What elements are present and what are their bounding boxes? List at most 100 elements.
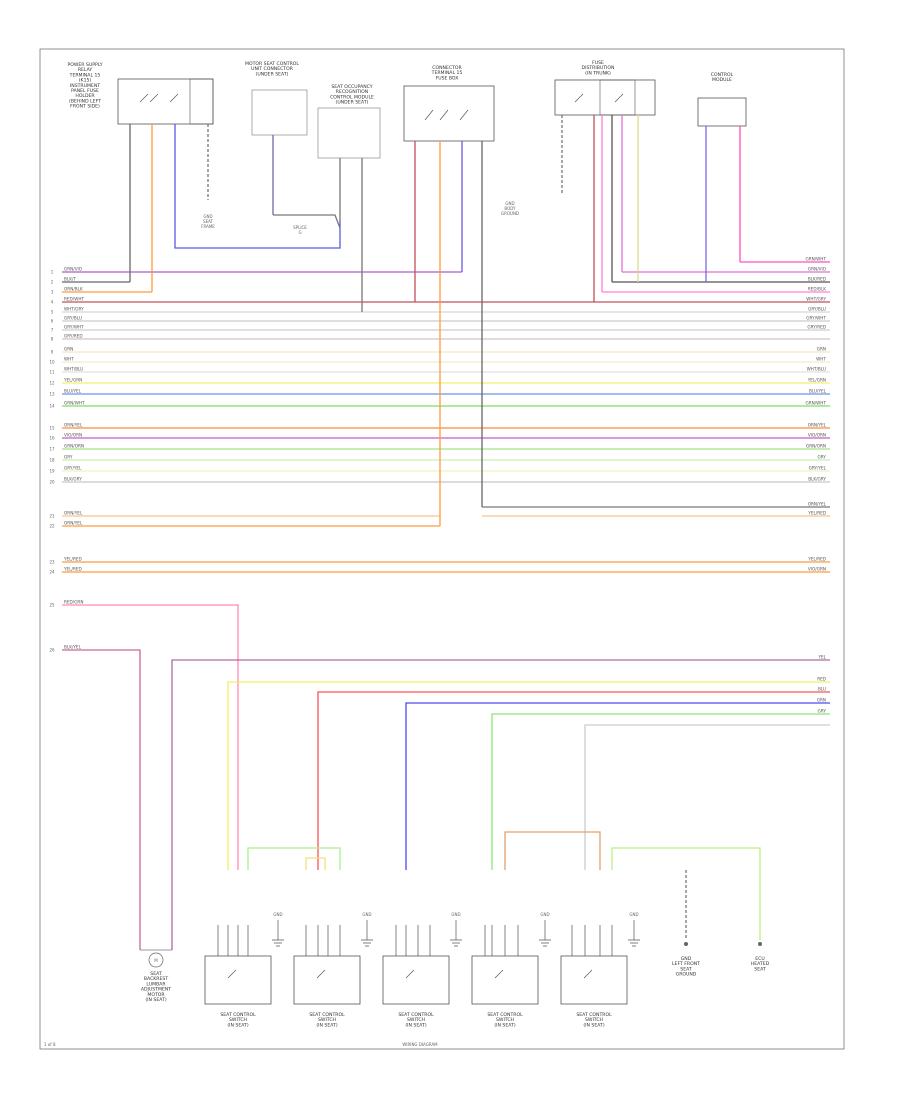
right-wire-label: GRY/YEL [809, 466, 827, 471]
right-wire-label: BLK/RED [808, 277, 826, 282]
wire-red [317, 691, 830, 870]
top-component-label: SEAT OCCUPANCY [331, 84, 372, 90]
ground-right-label: GND [505, 201, 514, 206]
ground-left-label: GND [203, 214, 212, 219]
bottom-component-label: SEAT CONTROL [576, 1012, 612, 1018]
left-wire-number: 17 [49, 447, 55, 452]
left-wire-number: 18 [49, 458, 55, 463]
wire-gry [584, 724, 830, 870]
bottom-component-label: SWITCH [407, 1017, 425, 1023]
left-wire-number: 20 [49, 480, 55, 485]
top-component-label: PANEL FUSE [71, 88, 99, 94]
page-number: 1 of 8 [44, 1042, 56, 1047]
left-wire-label: ORN/YEL [64, 423, 83, 428]
top-component-label: HOLDER [75, 93, 95, 99]
left-wire-number: 16 [49, 436, 55, 441]
top-component-label: CONTROL MODULE [330, 94, 374, 100]
right-wire-label: YEL/RED [807, 557, 826, 562]
switch-ground-label: GND [629, 912, 638, 917]
wire-red-grn [62, 604, 239, 870]
fuse-distribution-box [554, 79, 656, 116]
top-component-label: (IN TRUNK) [585, 70, 611, 76]
seat-control-switch-4 [471, 955, 539, 1005]
left-wire-label: GRN/ORN [64, 444, 84, 449]
left-wire-label: GRY [64, 455, 73, 460]
bottom-component-label: SEAT CONTROL [309, 1012, 345, 1018]
left-wire-number: 22 [49, 524, 55, 529]
bottom-component-label: SEAT [754, 966, 766, 972]
right-wire-label: GRN/WHT [805, 401, 826, 406]
bottom-component-label: (IN SEAT) [405, 1022, 426, 1028]
wire-blu [405, 702, 830, 870]
left-wire-number: 25 [49, 603, 55, 608]
bottom-component-label: SWITCH [318, 1017, 336, 1023]
left-wire-label: ORN/BLK [64, 287, 83, 292]
right-wire-label: VIO/ORN [808, 433, 826, 438]
right-wire-label: GRY/RED [807, 325, 826, 330]
bottom-component-label: MOTOR [147, 992, 165, 998]
top-component-label: (UNDER SEAT) [256, 71, 289, 77]
left-wire-label: GRN/WHT [64, 401, 85, 406]
bottom-component-label: BACKREST [144, 976, 168, 982]
left-wire-labels: GRN/VIO1BLK/T2ORN/BLK3RED/WHT4WHT/GRY5GR… [49, 267, 85, 653]
left-wire-number: 14 [49, 404, 55, 409]
top-component-label: TERMINAL 15 [431, 70, 463, 76]
right-wire-label: BLU [818, 687, 826, 692]
top-component-label: TERMINAL 15 [69, 72, 101, 78]
ground-left-label: SEAT [203, 219, 213, 224]
seat-control-switch-5 [560, 955, 628, 1005]
left-wire-label: WHT/GRY [64, 307, 84, 312]
wire-yel [227, 681, 830, 870]
left-wire-number: 8 [51, 337, 54, 342]
right-wire-label: GRN/WHT [805, 257, 826, 262]
switch-ground-label: GND [273, 912, 282, 917]
seat-control-switch-3 [382, 955, 450, 1005]
splice-label: G [298, 230, 301, 235]
right-wire-label: RED [817, 677, 826, 682]
diagram-frame [39, 48, 845, 1050]
top-component-label: CONNECTOR [432, 65, 462, 71]
bottom-component-label: LEFT FRONT [672, 961, 700, 967]
bottom-component-label: (IN SEAT) [494, 1022, 515, 1028]
lower-wires [62, 604, 830, 950]
wire-blk-yel [62, 649, 141, 950]
left-wire-number: 12 [49, 381, 55, 386]
left-wire-number: 7 [51, 328, 54, 333]
ground-left-label: FRAME [201, 224, 215, 229]
wire-vio-grn [171, 659, 830, 950]
bottom-component-label: SWITCH [229, 1017, 247, 1023]
wire-grn [491, 713, 830, 870]
bottom-component-label: SEAT CONTROL [220, 1012, 256, 1018]
top-component-label: (UNDER SEAT) [336, 100, 369, 106]
bottom-component-label: SEAT [680, 966, 692, 972]
left-wire-label: YEL/RED [63, 567, 82, 572]
left-wire-label: GRY/RED [64, 334, 83, 339]
splice-label: SPLICE [293, 225, 307, 230]
top-component-label: MOTOR SEAT CONTROL [245, 61, 299, 67]
top-component-label: POWER SUPPLY [67, 62, 102, 68]
left-wire-label: VIO/ORN [64, 433, 82, 438]
left-wire-label: RED/WHT [64, 297, 84, 302]
bottom-component-label: SWITCH [585, 1017, 603, 1023]
right-wire-label: VIO/GRN [808, 567, 826, 572]
right-wire-label: GRY/BLU [808, 307, 826, 312]
left-wire-number: 1 [51, 270, 54, 275]
left-wire-label: GRN [64, 347, 73, 352]
bottom-component-label: ECU [755, 956, 764, 962]
left-wire-number: 26 [49, 648, 55, 653]
top-component-label: DISTRIBUTION [582, 65, 615, 71]
left-wire-number: 4 [51, 300, 54, 305]
switch-ground-label: GND [362, 912, 371, 917]
bottom-component-label: GND [681, 956, 692, 962]
left-wire-label: ORN/YEL [64, 521, 83, 526]
left-wire-number: 11 [49, 370, 55, 375]
top-component-label: FRONT SIDE) [70, 104, 100, 110]
left-wire-number: 24 [49, 570, 55, 575]
right-wire-label: GRN/VIO [808, 267, 827, 272]
right-wire-label: GRN [817, 698, 826, 703]
right-wire-label: YEL/RED [807, 511, 826, 516]
switch-ground-label: GND [540, 912, 549, 917]
top-component-label: RECOGNITION [336, 89, 368, 95]
bottom-component-label: SEAT [150, 971, 162, 977]
